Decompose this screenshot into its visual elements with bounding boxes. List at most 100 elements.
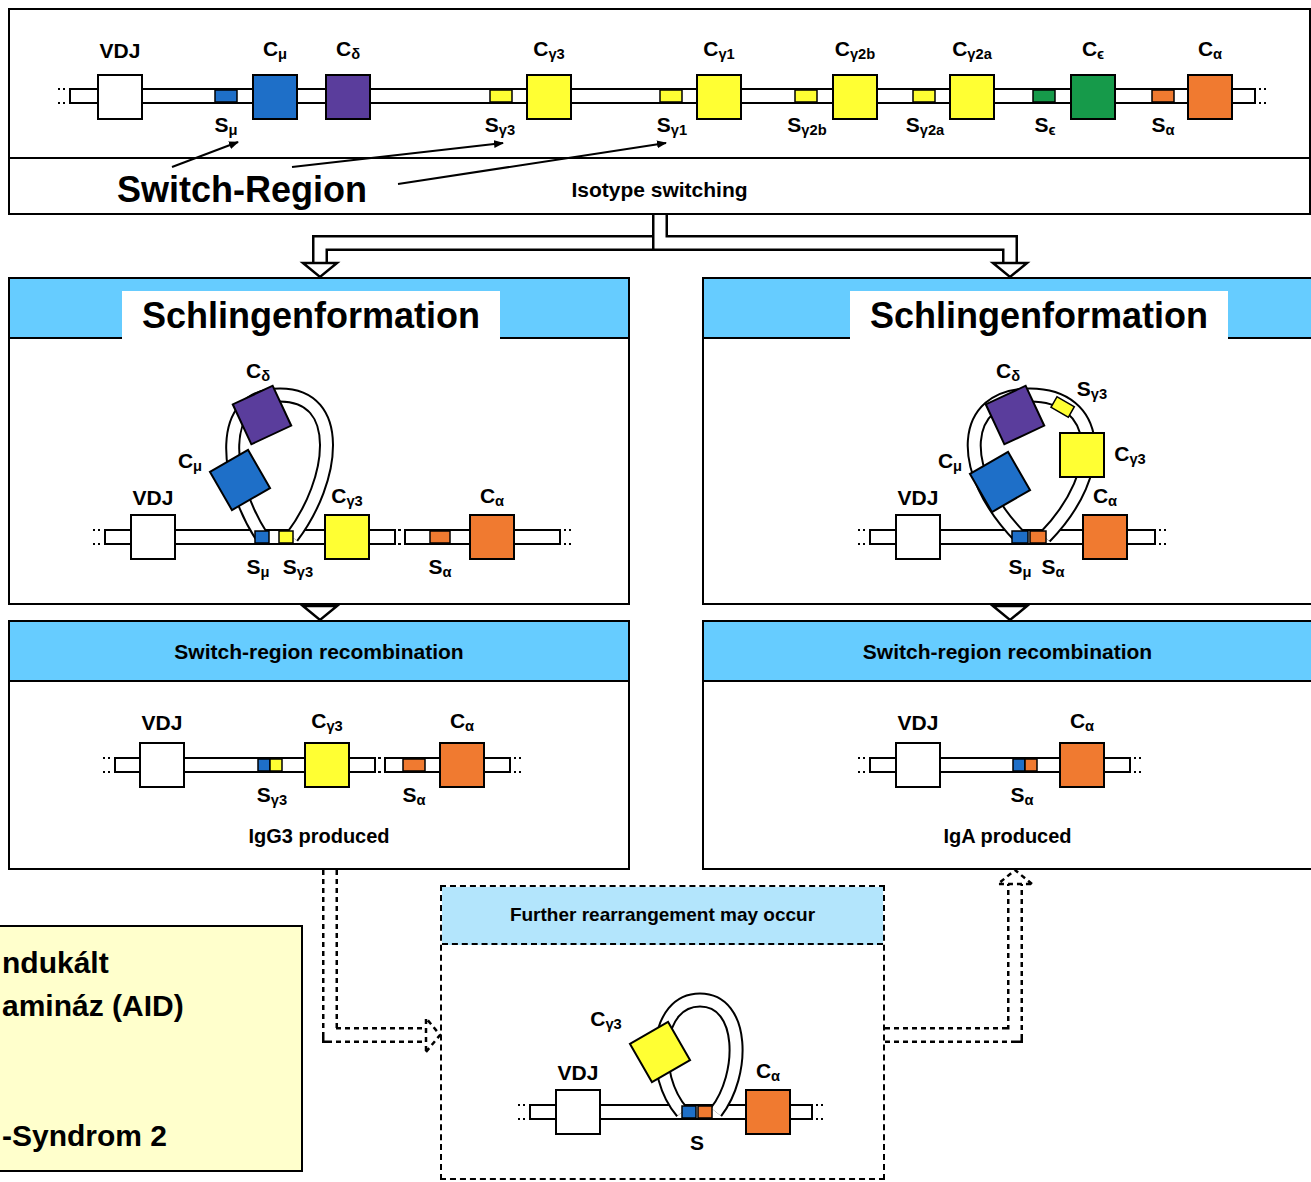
gene-label: Sα	[1151, 114, 1174, 138]
switch-region	[1033, 90, 1055, 102]
header-band	[10, 157, 1309, 159]
gene-segment	[950, 75, 994, 119]
switch-region	[682, 1106, 696, 1118]
gene-label: Cα	[1070, 710, 1094, 734]
gene-segment	[253, 75, 297, 119]
panel-heading: Schlingenformation	[850, 291, 1228, 340]
strand-continuation	[58, 88, 66, 90]
gene-segment	[131, 515, 175, 559]
switch-region	[490, 90, 512, 102]
gene-segment	[1060, 433, 1104, 477]
gene-label: Sγ2a	[906, 114, 945, 138]
leader-arrow	[172, 142, 238, 167]
gene-label: Cγ3	[1114, 443, 1146, 467]
strand-continuation	[1134, 757, 1142, 759]
switch-region	[270, 759, 282, 771]
arrow-outline	[660, 215, 1010, 264]
gene-label: Cμ	[263, 38, 287, 62]
switch-region	[1013, 759, 1025, 771]
gene-label: Cγ1	[703, 38, 735, 62]
strand-continuation	[858, 543, 866, 545]
gene-segment	[325, 515, 369, 559]
strand-continuation	[564, 529, 572, 531]
strand-continuation	[858, 757, 866, 759]
gene-label: Sγ3	[257, 784, 287, 808]
arrow-outline	[320, 215, 660, 264]
switch-region	[258, 759, 270, 771]
gene-label: Sμ	[1008, 556, 1031, 580]
strand-continuation	[816, 1104, 824, 1106]
strand-continuation	[514, 771, 522, 773]
gene-segment	[833, 75, 877, 119]
gene-label: Cδ	[996, 360, 1020, 384]
gene-label: VDJ	[100, 40, 141, 61]
strand-continuation	[1159, 543, 1167, 545]
gene-label: Cα	[756, 1060, 780, 1084]
gene-segment	[470, 515, 514, 559]
leader-arrow	[398, 143, 666, 184]
gene-segment	[233, 386, 291, 444]
gene-label: Sγ3	[283, 556, 313, 580]
step-panel: Switch-region recombinationIgG3 produced	[8, 620, 630, 870]
switch-region	[660, 90, 682, 102]
strand-continuation	[373, 771, 381, 773]
gene-segment	[326, 75, 370, 119]
panel-text: -Syndrom 2	[2, 1119, 167, 1154]
switch-region	[1012, 531, 1028, 543]
gene-label: Sμ	[214, 114, 237, 138]
strand-continuation	[1159, 529, 1167, 531]
gene-label: S	[690, 1132, 704, 1153]
strand-continuation	[373, 757, 381, 759]
switch-region	[1051, 397, 1074, 417]
gene-label: Cα	[1198, 38, 1222, 62]
gene-segment	[1188, 75, 1232, 119]
flow-arrow	[885, 870, 1032, 1035]
gene-label: VDJ	[133, 487, 174, 508]
arrow-body	[330, 870, 427, 1035]
gene-segment	[140, 743, 184, 787]
gene-label: Sμ	[246, 556, 269, 580]
switch-region	[698, 1106, 712, 1118]
strand-continuation	[1259, 88, 1267, 90]
strand-continuation	[514, 757, 522, 759]
arrow-head	[993, 263, 1027, 277]
gene-label: Cα	[1093, 485, 1117, 509]
gene-label: Cγ3	[311, 710, 343, 734]
arrow-body	[660, 215, 1010, 264]
strand-continuation	[858, 529, 866, 531]
panel-text: IgA produced	[704, 825, 1311, 848]
strand-continuation	[858, 771, 866, 773]
arrow-body	[885, 883, 1015, 1035]
gene-label: Sγ2b	[787, 114, 826, 138]
switch-region	[403, 759, 425, 771]
arrow-body	[320, 215, 660, 264]
strand-continuation	[103, 771, 111, 773]
strand-continuation	[518, 1104, 526, 1106]
leader-arrow	[292, 143, 503, 167]
gene-segment	[1083, 515, 1127, 559]
switch-region	[795, 90, 817, 102]
arrow-head	[303, 606, 337, 620]
gene-label: Sα	[1041, 556, 1064, 580]
arrow-head	[426, 1018, 440, 1052]
strand-continuation	[564, 543, 572, 545]
gene-segment	[746, 1090, 790, 1134]
note-box: ndukált amináz (AID)-Syndrom 2	[0, 925, 303, 1172]
flow-arrow	[303, 605, 337, 620]
gene-segment	[1071, 75, 1115, 119]
gene-label: Cγ3	[533, 38, 565, 62]
switch-region	[1025, 759, 1037, 771]
gene-label: Sα	[428, 556, 451, 580]
step-panel: Schlingenformation	[702, 277, 1311, 605]
gene-label: Cα	[450, 710, 474, 734]
arrow-outline	[330, 870, 427, 1035]
gene-label: Cδ	[336, 38, 360, 62]
flow-arrow	[993, 605, 1027, 620]
arrow-outline	[885, 883, 1015, 1035]
optional-step-box: Further rearrangement may occur	[440, 885, 885, 1180]
gene-label: Cγ3	[590, 1008, 622, 1032]
gene-segment	[697, 75, 741, 119]
strand-continuation	[93, 529, 101, 531]
step-panel: Switch-region recombinationIgA produced	[702, 620, 1311, 870]
gene-label: Sϵ	[1034, 114, 1055, 138]
